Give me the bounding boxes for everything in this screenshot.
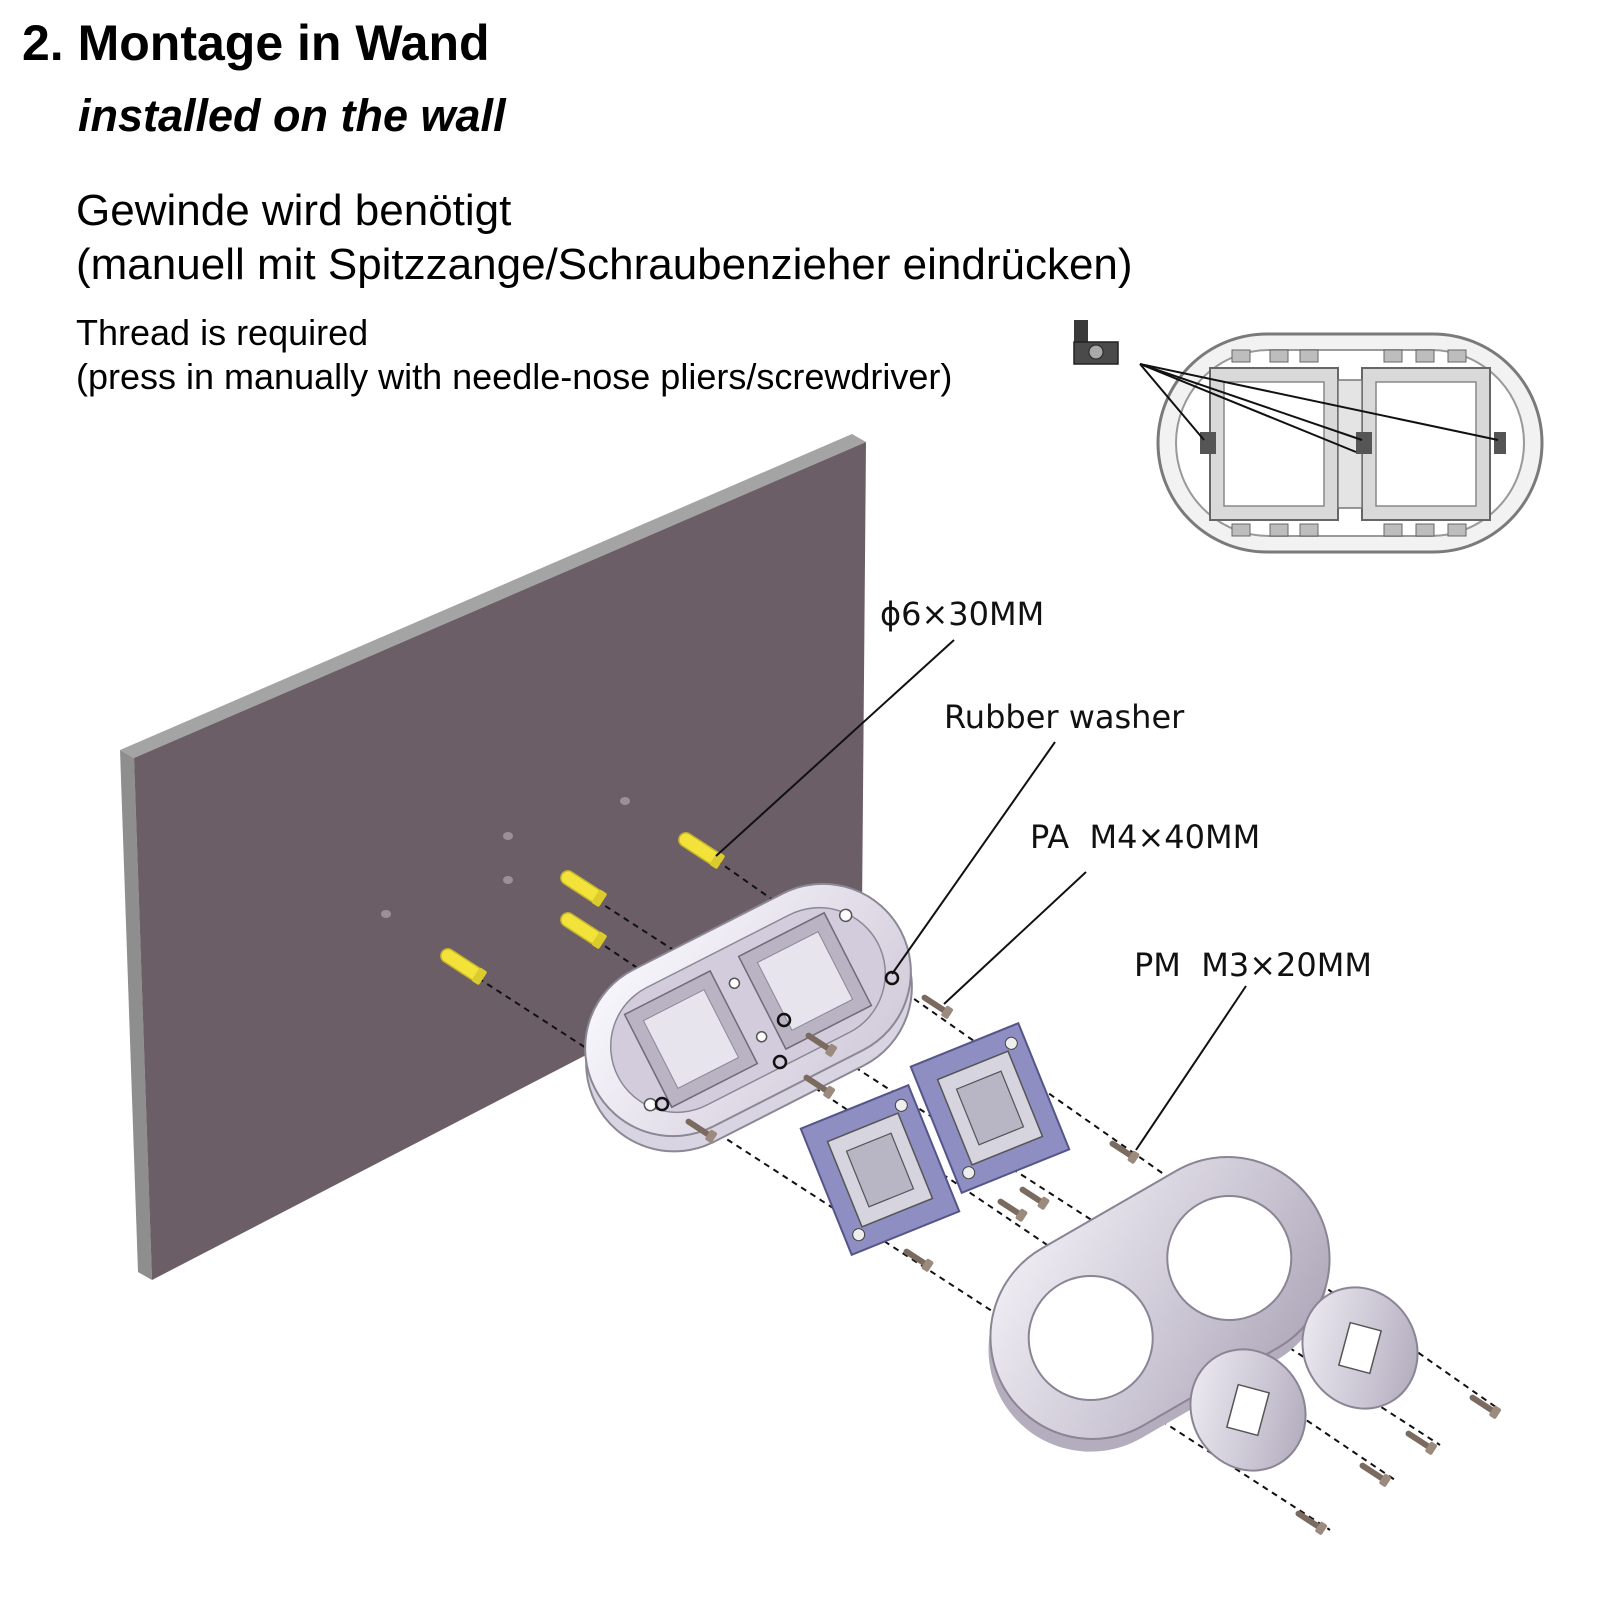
cover-rosette	[1189, 1348, 1307, 1472]
rubber-washers	[654, 970, 900, 1112]
washer	[772, 1054, 788, 1070]
front-screws	[1295, 1394, 1502, 1535]
instruction-de-line1: Gewinde wird benötigt	[76, 186, 512, 235]
callout-screw-pa: PA M4×40MM	[1030, 818, 1260, 856]
screw	[1469, 1394, 1502, 1419]
screw	[1359, 1462, 1392, 1487]
screw	[805, 1032, 838, 1057]
cover-frame	[988, 1156, 1331, 1452]
thread-clip-slot	[1356, 432, 1372, 454]
instruction-en-line1: Thread is required	[76, 312, 369, 353]
wall-hole	[503, 832, 513, 840]
wall-anchors	[440, 832, 725, 985]
anchor-plug	[678, 832, 725, 869]
switch-insert	[799, 1083, 961, 1257]
cover-rosette	[1301, 1286, 1419, 1410]
page-subtitle: installed on the wall	[78, 90, 506, 141]
callout-leaders	[715, 639, 1247, 1151]
wall-board	[120, 434, 866, 1280]
screw	[1295, 1510, 1328, 1535]
callout-screw-pm: PM M3×20MM	[1134, 946, 1372, 984]
callout-anchor: ϕ6×30MM	[880, 595, 1044, 633]
screw	[1019, 1186, 1050, 1210]
switch-insert	[909, 1021, 1071, 1195]
insert-screws	[903, 1140, 1140, 1272]
mounting-screws	[685, 994, 954, 1143]
instruction-de-line2: (manuell mit Spitzzange/Schraubenzieher …	[76, 240, 1133, 289]
screw	[685, 1118, 718, 1143]
screw	[997, 1198, 1028, 1222]
washer	[884, 970, 900, 986]
anchor-plug	[440, 948, 487, 985]
inset-detail	[1073, 320, 1544, 554]
callout-rubber-washer: Rubber washer	[944, 698, 1185, 736]
thread-clip-slot	[1200, 432, 1216, 454]
screw	[1109, 1140, 1140, 1164]
wall-hole	[620, 797, 630, 805]
washer	[654, 1096, 670, 1112]
wall-face	[134, 442, 866, 1280]
thread-clip	[1073, 320, 1119, 365]
anchor-plug	[560, 912, 607, 949]
screw	[903, 1248, 934, 1272]
wall-hole	[503, 876, 513, 884]
page-title: 2. Montage in Wand	[22, 15, 490, 71]
screw	[921, 994, 954, 1019]
wall-side-edge	[120, 750, 152, 1280]
wall-top-edge	[120, 434, 866, 758]
screw	[803, 1074, 836, 1099]
anchor-plug	[560, 870, 607, 907]
wall-hole	[381, 910, 391, 918]
screw	[1405, 1430, 1438, 1455]
back-box	[584, 882, 913, 1153]
instruction-en-line2: (press in manually with needle-nose plie…	[76, 356, 953, 397]
thread-clip-slot	[1494, 432, 1506, 454]
washer	[776, 1012, 792, 1028]
